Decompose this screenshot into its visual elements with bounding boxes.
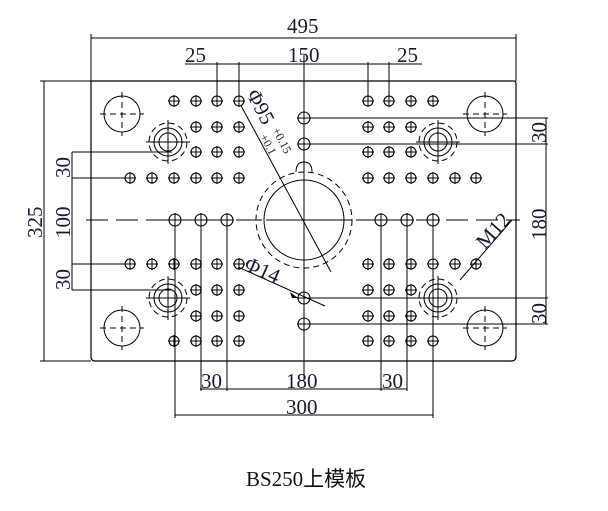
tapped-hole [211,146,223,158]
dim-left-30-upper: 30 [51,157,75,178]
corner-hole-tr [463,92,507,136]
tapped-hole [383,335,395,347]
tapped-hole [233,172,245,184]
thread-label: M12 [471,208,515,254]
dim-left-100: 100 [51,207,75,239]
dim-right-30-upper: 30 [527,122,551,143]
tapped-hole [383,172,395,184]
tapped-hole [190,335,202,347]
dim-bottom-180: 180 [286,369,318,393]
tapped-hole [383,310,395,322]
tapped-hole [362,258,374,270]
tapped-hole [427,172,439,184]
tapped-hole [233,146,245,158]
tapped-hole [190,284,202,296]
dim-top-25-right: 25 [397,43,418,67]
tapped-hole [362,146,374,158]
dim-bottom-stack: 30 180 30 300 [174,220,434,419]
dim-bottom-30-left: 30 [201,369,222,393]
tapped-hole [362,172,374,184]
tapped-hole [362,335,374,347]
dim-right-180: 180 [527,209,551,241]
dim-left-overall: 325 [23,80,91,362]
tapped-hole [190,172,202,184]
tapped-hole [233,335,245,347]
corner-hole-tl [100,92,144,136]
tapped-hole [233,284,245,296]
tapped-hole [233,258,245,270]
tapped-hole [211,258,223,270]
central-bore [255,161,353,269]
tapped-hole [383,284,395,296]
dim-right-stack: 30 180 30 [304,117,551,325]
tapped-hole [211,121,223,133]
dim-top-row: 25 150 25 [185,43,422,101]
dim-bottom-30-right: 30 [382,369,403,393]
tapped-hole [233,121,245,133]
tapped-hole [470,172,482,184]
tapped-hole [168,335,180,347]
tapped-hole [146,172,158,184]
corner-hole-bl [100,306,144,350]
tapped-hole [427,95,439,107]
bore-callout: Φ95 +0.15 +0.1 [242,85,295,157]
tapped-hole [190,95,202,107]
plate-outline [90,80,517,362]
tapped-hole [449,172,461,184]
tapped-hole [449,258,461,270]
dim-overall-width: 495 [90,14,517,81]
tapped-hole [383,258,395,270]
corner-hole-br [463,306,507,350]
tapped-hole [405,310,417,322]
tapped-hole [211,284,223,296]
bore-diameter-label: Φ95 [242,85,280,128]
dim-right-30-lower: 30 [527,303,551,324]
tapped-hole [362,284,374,296]
dim-bottom-300: 300 [286,395,318,419]
tapped-hole [405,172,417,184]
tapped-hole [190,310,202,322]
tapped-hole [168,172,180,184]
tapped-hole [211,172,223,184]
tapped-hole [168,95,180,107]
counterbore-hole [416,120,460,164]
tapped-hole [383,146,395,158]
hole-diameter-label: Φ14 [241,252,284,289]
dim-left-stack: 30 100 30 [51,151,172,291]
tapped-hole [211,335,223,347]
tapped-hole [405,335,417,347]
counterbore-hole [146,120,190,164]
tapped-hole [470,258,482,270]
tapped-hole [383,121,395,133]
tapped-hole [190,121,202,133]
tapped-hole [190,258,202,270]
tapped-hole [362,310,374,322]
dim-left-30-lower: 30 [51,269,75,290]
tapped-hole [146,258,158,270]
drawing-title: BS250上模板 [246,467,366,491]
counterbore-hole [146,276,190,320]
dim-325: 325 [23,207,47,239]
dim-495: 495 [287,14,319,38]
tapped-hole [405,95,417,107]
tapped-hole [405,146,417,158]
tapped-hole [362,121,374,133]
dim-top-25-left: 25 [185,43,206,67]
tapped-hole [211,310,223,322]
tapped-hole [405,121,417,133]
thread-callout: M12 [459,208,515,281]
bore-leader [238,101,332,273]
tapped-hole [405,284,417,296]
tapped-hole [233,310,245,322]
tapped-hole [190,146,202,158]
tapped-hole [405,258,417,270]
dim-top-150: 150 [288,43,320,67]
tapped-hole [168,258,180,270]
